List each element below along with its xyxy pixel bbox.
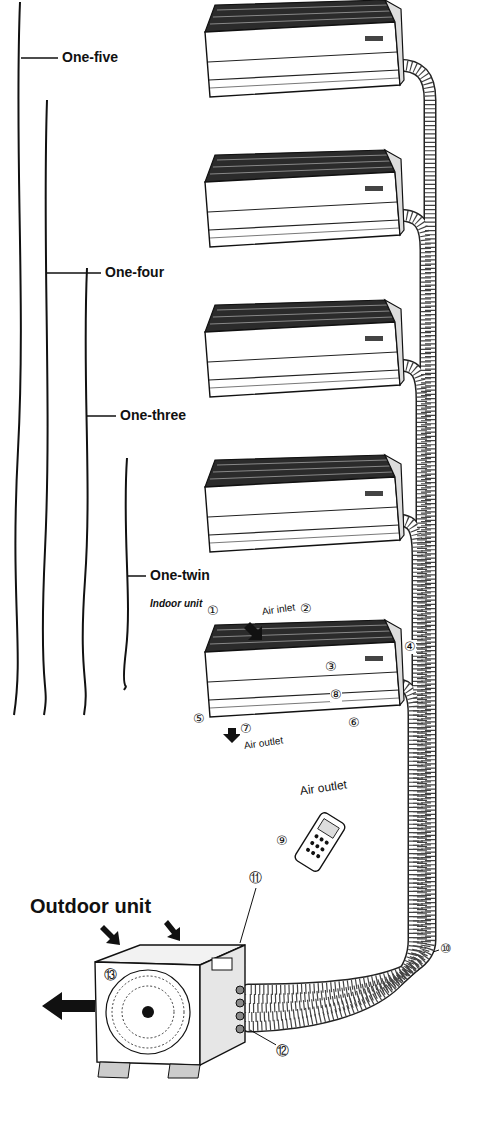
callout-number: ① — [207, 604, 219, 618]
callout-number: ⑫ — [276, 1044, 289, 1058]
part-label: Air outlet — [243, 735, 284, 751]
part-label: Indoor unit — [150, 598, 202, 609]
callout-number: ④ — [404, 640, 416, 654]
group-label: One-three — [120, 408, 186, 423]
callout-number: ③ — [325, 660, 337, 674]
callout-number: ⑩ — [440, 942, 452, 956]
callout-number: ⑧ — [330, 688, 342, 702]
callout-number: ⑨ — [276, 834, 288, 848]
part-label: Air inlet — [261, 601, 296, 617]
callout-number: ⑬ — [104, 968, 117, 982]
callout-number: ② — [300, 602, 312, 616]
callout-number: ⑥ — [348, 716, 360, 730]
part-label: Air outlet — [299, 778, 348, 798]
group-label: One-twin — [150, 568, 210, 583]
callout-number: ⑦ — [240, 722, 252, 736]
group-label: One-five — [62, 50, 118, 65]
group-label: One-four — [105, 265, 164, 280]
part-label: Outdoor unit — [30, 895, 151, 917]
callout-number: ⑤ — [193, 712, 205, 726]
callout-number: ⑪ — [249, 871, 262, 885]
